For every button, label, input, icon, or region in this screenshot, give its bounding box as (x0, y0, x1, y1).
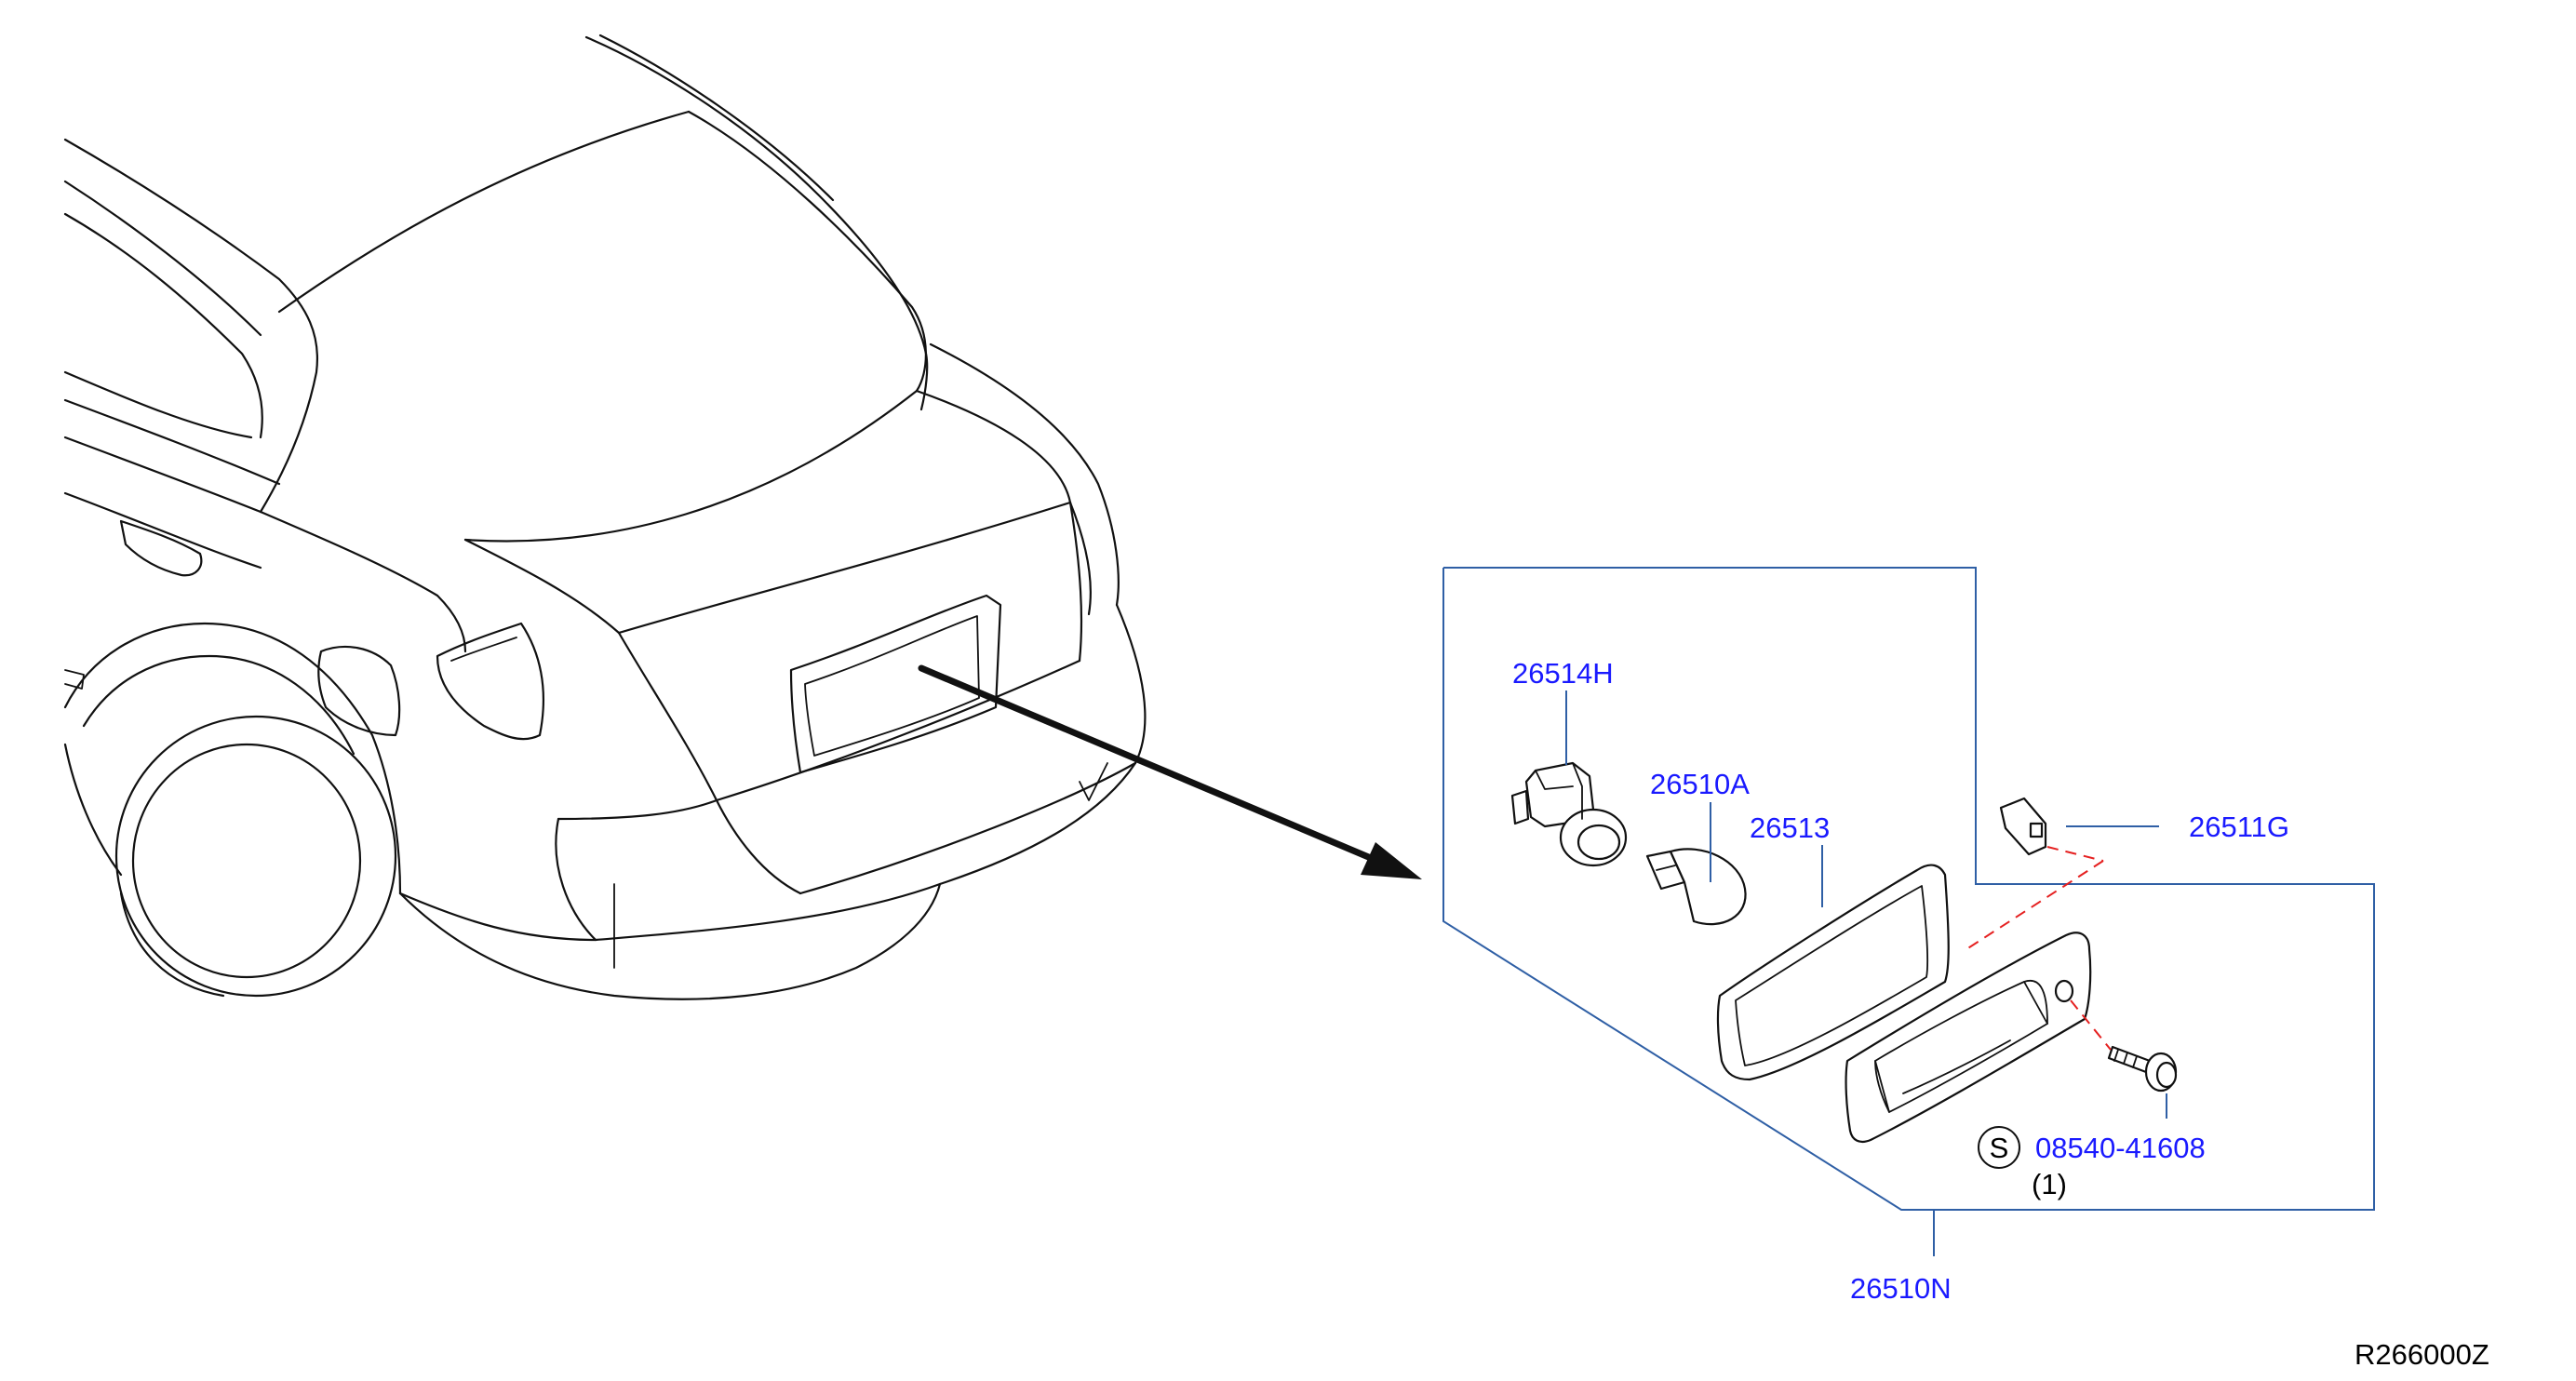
car-rear-illustration (63, 34, 1147, 1000)
label-screw: 08540-41608 (2035, 1132, 2206, 1164)
label-gasket: 26513 (1750, 811, 1830, 844)
screw-symbol-letter: S (1990, 1132, 2009, 1164)
bulb-drawing (1645, 848, 1747, 926)
install-guide-lines (1963, 846, 2112, 1051)
leader-lines (1565, 690, 2167, 1256)
label-clip: 26511G (2189, 811, 2289, 843)
label-socket: 26514H (1512, 657, 1614, 690)
screw-drawing (2107, 1045, 2178, 1093)
screw-symbol: S (1978, 1126, 2020, 1169)
assembly-frame (1442, 567, 2375, 1211)
clip-drawing (1999, 797, 2047, 856)
bulb-socket-drawing (1510, 761, 1628, 867)
diagram-code: R266000Z (2355, 1338, 2489, 1371)
screw-quantity: (1) (2032, 1168, 2067, 1200)
label-bulb: 26510A (1650, 768, 1750, 800)
callout-arrow (918, 664, 1422, 879)
gasket-drawing (1716, 864, 1950, 1081)
label-assembly: 26510N (1850, 1272, 1952, 1305)
